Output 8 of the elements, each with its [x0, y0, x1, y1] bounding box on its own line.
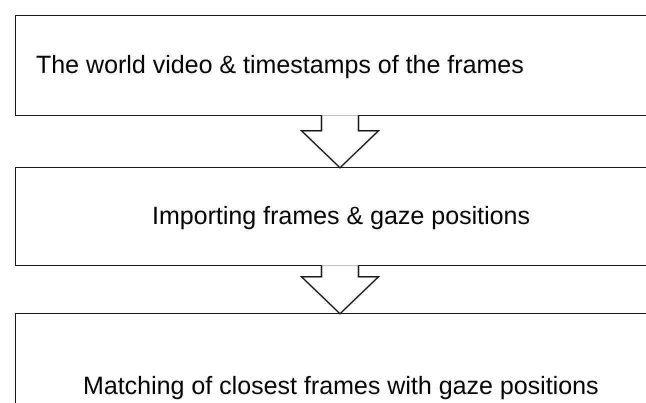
step-text: Matching of closest frames with gaze positions: [83, 372, 599, 401]
block-arrow: [300, 114, 380, 169]
step-text: The world video & timestamps of the frames: [36, 50, 524, 80]
step-text: Importing frames & gaze positions: [152, 202, 530, 230]
process-box: [15, 15, 646, 116]
process-box: [15, 167, 646, 266]
process-box: [15, 313, 646, 403]
block-arrow: [300, 264, 380, 315]
